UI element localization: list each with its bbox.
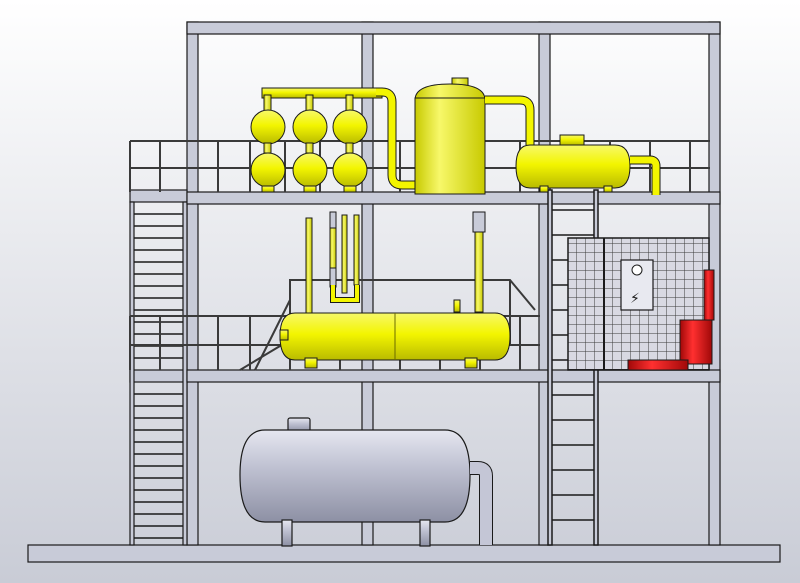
top-beam <box>186 21 721 35</box>
instrument-risers <box>305 211 486 314</box>
vertical-tank <box>414 77 535 195</box>
upper-horizontal-tank <box>515 134 661 195</box>
gauge-icon <box>631 264 643 276</box>
red-unit <box>627 269 715 371</box>
stair-tower <box>129 189 188 546</box>
base-plate <box>27 544 781 563</box>
middle-horizontal-tank <box>279 312 511 369</box>
lightning-icon: ⚡ <box>630 291 640 307</box>
upper-header-pipe <box>261 87 415 190</box>
middle-deck-beam <box>186 369 721 383</box>
ground-storage-tank <box>239 417 493 547</box>
electrical-panel: ⚡ <box>620 259 654 311</box>
separator-spheres <box>250 94 368 193</box>
